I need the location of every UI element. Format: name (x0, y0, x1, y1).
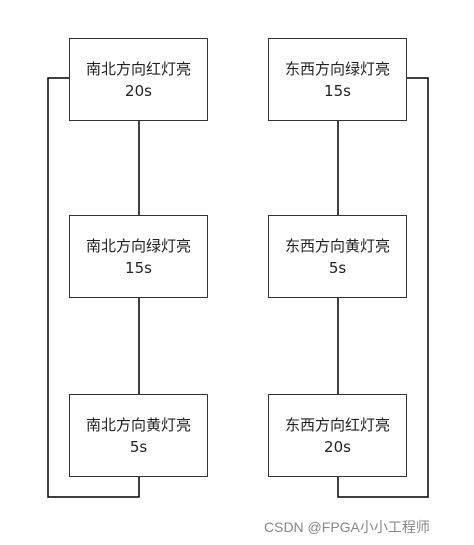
state-label: 南北方向红灯亮 (85, 59, 191, 78)
state-label: 东西方向红灯亮 (284, 415, 390, 434)
state-duration: 5s (328, 258, 347, 277)
watermark: CSDN @FPGA小小工程师 (264, 519, 430, 535)
state-label: 东西方向黄灯亮 (284, 236, 390, 255)
state-duration: 20s (125, 81, 152, 100)
state-duration: 5s (129, 437, 148, 456)
state-duration: 20s (324, 437, 351, 456)
state-box-ns-green: 南北方向绿灯亮 15s (69, 215, 208, 298)
state-box-ew-yellow: 东西方向黄灯亮 5s (268, 215, 407, 298)
state-duration: 15s (324, 81, 351, 100)
state-label: 南北方向绿灯亮 (85, 236, 191, 255)
state-box-ns-yellow: 南北方向黄灯亮 5s (69, 394, 208, 477)
loop-left (47, 77, 140, 498)
state-box-ew-red: 东西方向红灯亮 20s (268, 394, 407, 477)
state-label: 东西方向绿灯亮 (284, 59, 390, 78)
state-box-ew-green: 东西方向绿灯亮 15s (268, 38, 407, 121)
state-duration: 15s (125, 258, 152, 277)
state-label: 南北方向黄灯亮 (85, 415, 191, 434)
loop-right (337, 77, 429, 498)
state-box-ns-red: 南北方向红灯亮 20s (69, 38, 208, 121)
